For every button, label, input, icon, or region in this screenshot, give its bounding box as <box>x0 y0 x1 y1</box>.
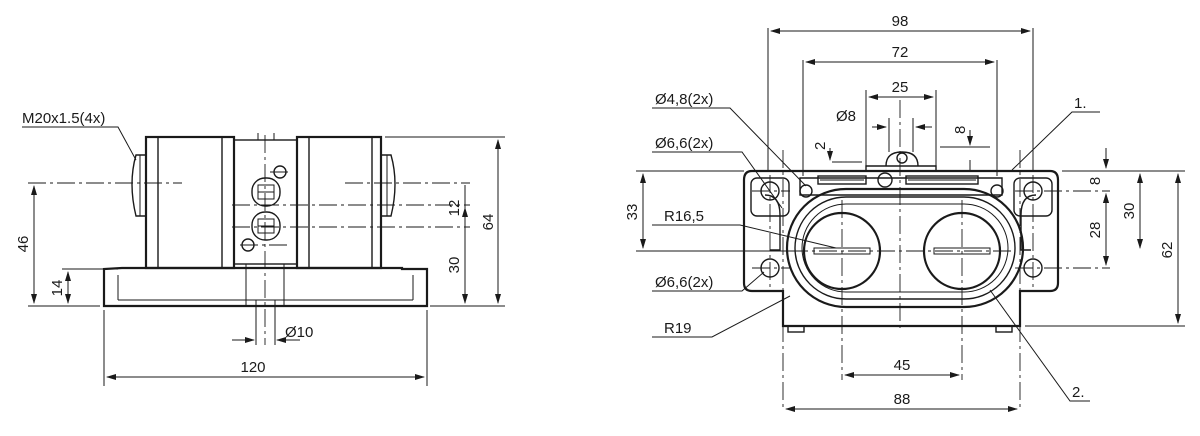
dim-height-30: 30 <box>446 257 463 274</box>
dim-diameter-10: Ø10 <box>285 324 313 341</box>
dim-bottom-45: 45 <box>894 357 911 374</box>
dim-base-14: 14 <box>49 280 66 297</box>
dim-25: 25 <box>892 79 909 96</box>
callout-hole-small: Ø4,8(2x) <box>655 91 713 108</box>
dim-right-62: 62 <box>1159 242 1176 259</box>
dim-right-30: 30 <box>1121 203 1138 220</box>
dim-width-120: 120 <box>240 359 265 376</box>
dim-72: 72 <box>892 44 909 61</box>
dim-height-12: 12 <box>446 200 463 217</box>
callout-radius-outer: R19 <box>664 320 692 337</box>
dim-left-33: 33 <box>624 204 641 221</box>
callout-hole-bottom: Ø6,6(2x) <box>655 274 713 291</box>
dim-right-28: 28 <box>1087 222 1104 239</box>
side-view: M20x1.5(4x) 120 64 46 30 12 14 Ø10 <box>15 110 505 386</box>
callout-hole-top: Ø6,6(2x) <box>655 135 713 152</box>
callout-radius-inner: R16,5 <box>664 208 704 225</box>
dim-gap: 2 <box>812 142 829 150</box>
dim-pin-diameter: Ø8 <box>836 108 856 125</box>
dim-pin-height: 8 <box>952 126 969 134</box>
label-1: 1. <box>1074 95 1087 112</box>
thread-callout: M20x1.5(4x) <box>22 110 105 127</box>
dim-height-64: 64 <box>480 214 497 231</box>
dim-bottom-88: 88 <box>894 391 911 408</box>
dim-right-8: 8 <box>1087 177 1104 185</box>
dim-height-46: 46 <box>15 236 32 253</box>
front-view: 98 72 25 Ø8 8 2 Ø4,8(2x) Ø6,6(2x) R16,5 … <box>624 13 1185 412</box>
dim-98: 98 <box>892 13 909 30</box>
label-2: 2. <box>1072 384 1085 401</box>
